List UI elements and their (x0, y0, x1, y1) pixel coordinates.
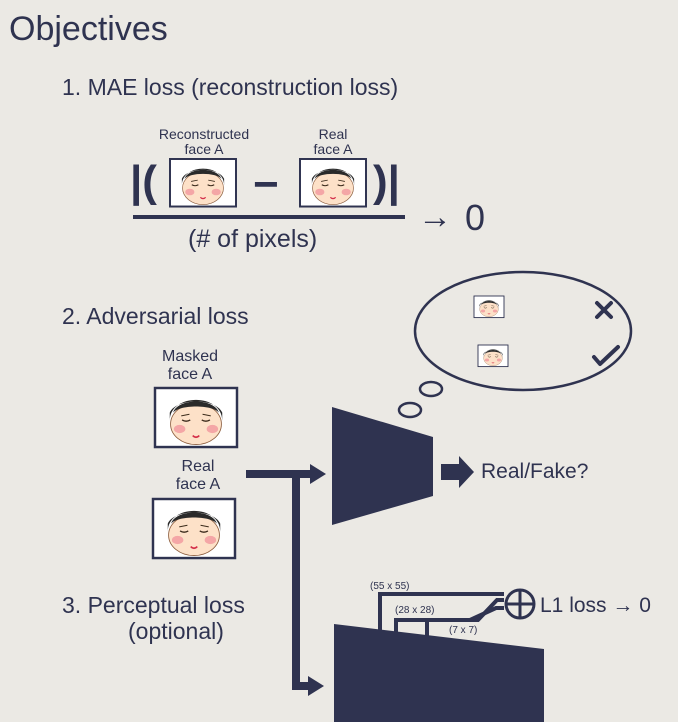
section-1-heading: 1. MAE loss (reconstruction loss) (62, 74, 399, 100)
real-label-adv-line-1: Real (181, 458, 215, 475)
page-title: Objectives (9, 10, 168, 48)
cross-icon (595, 301, 613, 319)
formula-open-bracket: |( (130, 157, 157, 206)
real-face-label-adv: Real face A (153, 458, 243, 494)
size-label-55: (55 x 55) (370, 581, 410, 592)
section-3-subheading: (optional) (128, 618, 224, 644)
reconstructed-face-image (169, 158, 237, 208)
reconstructed-face-label: Reconstructed face A (145, 127, 263, 157)
arrowhead-vgg (308, 676, 324, 696)
reconstructed-label-line-1: Reconstructed (158, 126, 250, 142)
masked-label-line-1: Masked (161, 348, 219, 365)
l1-loss-label: L1 loss → 0 (540, 594, 651, 617)
sum-icon (504, 588, 536, 620)
real-face-label-mae: Real face A (290, 127, 376, 157)
size-label-7: (7 x 7) (449, 625, 478, 636)
connector-to-vgg (292, 474, 310, 690)
network-label-1: VGGFace (388, 668, 464, 687)
thought-real-label: Real face A (473, 336, 520, 346)
network-label-2: ResNet50 (388, 689, 464, 708)
check-icon (592, 345, 620, 366)
formula-target-zero: 0 (465, 197, 486, 238)
real-label-mae-line-1: Real (318, 126, 348, 142)
real-face-image-adv (151, 497, 237, 560)
real-fake-output: Real/Fake? (481, 460, 589, 483)
fraction-bar (133, 215, 405, 219)
thought-dot-large (418, 380, 444, 398)
thought-real-face (477, 344, 509, 368)
thought-masked-face (473, 295, 505, 319)
section-3-heading: 3. Perceptual loss (62, 592, 245, 618)
thought-masked-result: ⇒ Real (527, 301, 575, 318)
discriminator-label: Discriminator (340, 463, 411, 477)
masked-label-line-2: face A (167, 366, 213, 383)
formula-minus: − (253, 160, 279, 209)
thought-masked-label: Masked face A (466, 287, 526, 297)
masked-face-image (153, 386, 239, 449)
thought-dot-small (397, 401, 423, 419)
size-label-28: (28 x 28) (395, 605, 435, 616)
section-2-heading: 2. Adversarial loss (62, 303, 249, 329)
formula-close-bracket: )| (373, 157, 400, 206)
arrowhead-discriminator (310, 464, 326, 484)
real-face-image-mae (299, 158, 367, 208)
masked-face-label: Masked face A (145, 348, 235, 384)
thought-real-result: ⇒ Real (527, 349, 575, 366)
discriminator-output-arrow (441, 456, 474, 488)
reconstructed-label-line-2: face A (184, 141, 224, 157)
formula-arrow: → (418, 198, 452, 236)
real-label-mae-line-2: face A (313, 141, 353, 157)
real-label-adv-line-2: face A (175, 476, 221, 493)
formula-denominator: (# of pixels) (188, 225, 318, 253)
